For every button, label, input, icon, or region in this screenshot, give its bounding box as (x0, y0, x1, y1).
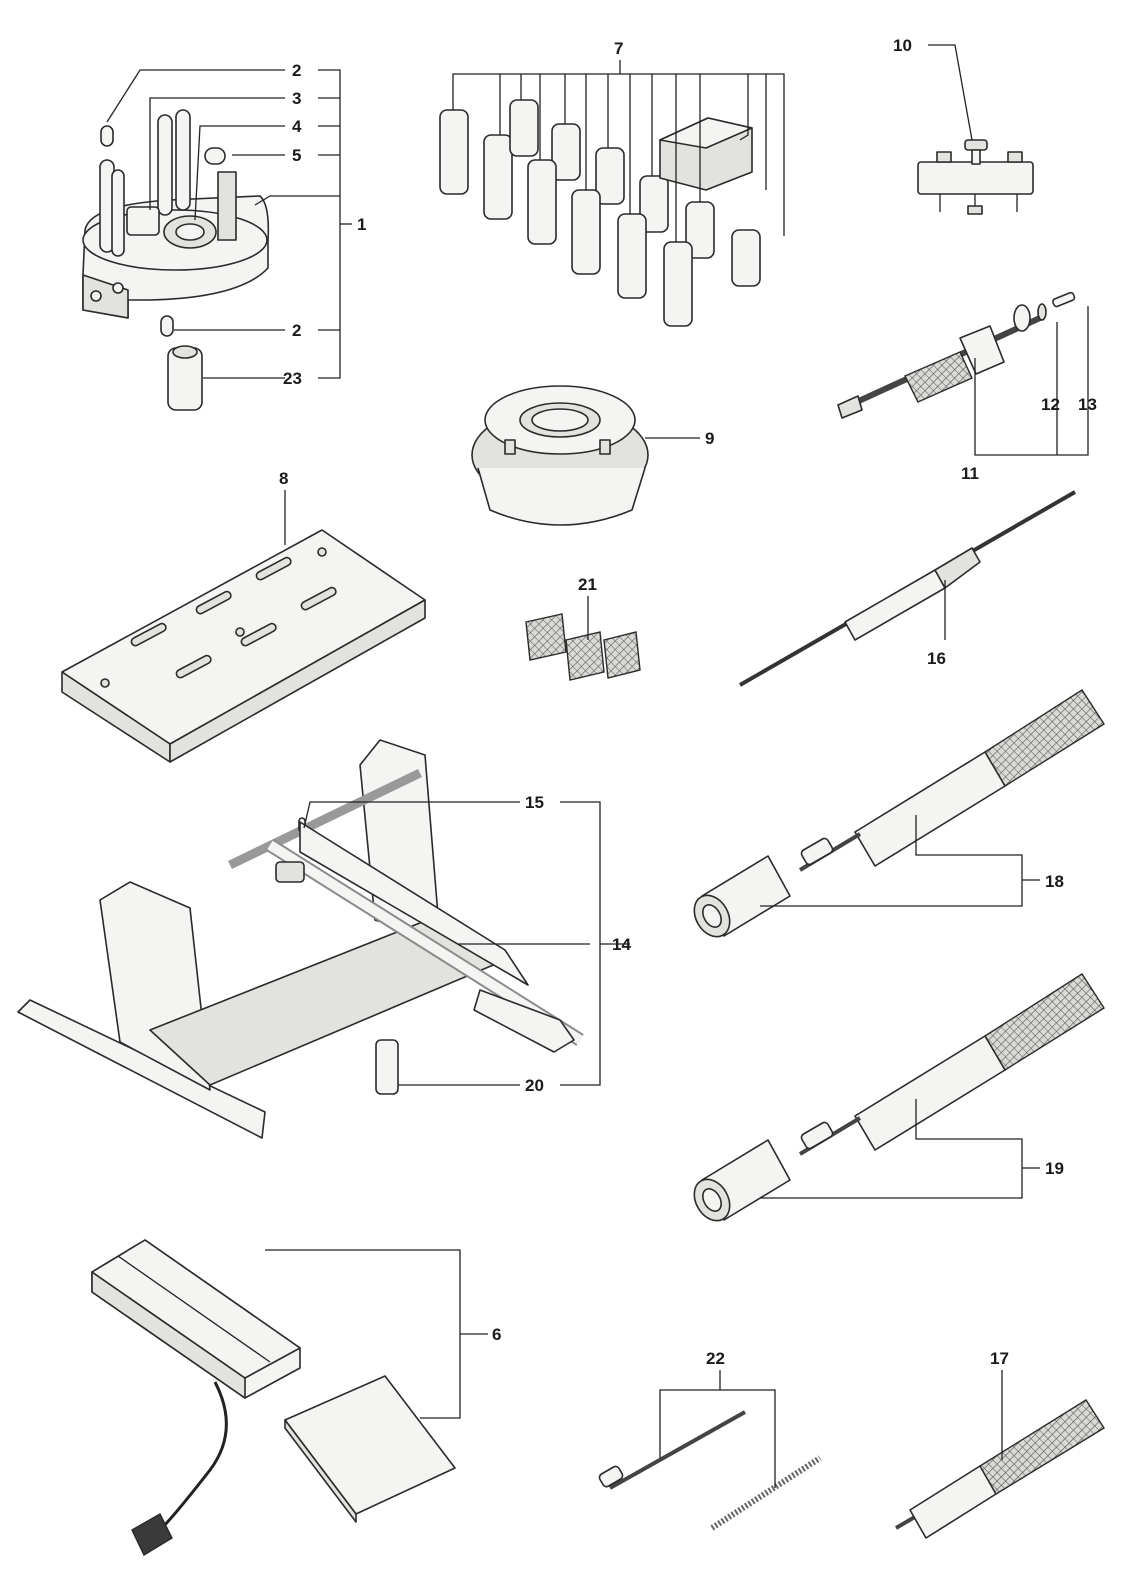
part-22-pin-and-spring (598, 1410, 822, 1531)
leaders-group-6 (265, 1249, 488, 1419)
part-6-diagnostic-box (91, 1239, 456, 1556)
callout-10: 10 (893, 36, 912, 55)
part-14-stand-frame (17, 739, 584, 1139)
part-1-fixture-plate (82, 109, 270, 411)
part-17-knurled-punch (894, 1399, 1105, 1539)
callout-3: 3 (292, 89, 301, 108)
callout-6: 6 (492, 1325, 501, 1344)
part-11-slide-hammer (837, 291, 1076, 419)
leaders-group-11 (974, 306, 1089, 456)
callout-8: 8 (279, 469, 288, 488)
callout-12: 12 (1041, 395, 1060, 414)
callout-16: 16 (927, 649, 946, 668)
part-8-base-plate (61, 529, 426, 763)
callout-18: 18 (1045, 872, 1064, 891)
callout-11: 11 (961, 464, 979, 483)
callout-21: 21 (578, 575, 597, 594)
callout-2-top: 2 (292, 61, 301, 80)
callout-13: 13 (1078, 395, 1097, 414)
callout-19: 19 (1045, 1159, 1064, 1178)
part-21-knurled-caps (525, 613, 641, 681)
part-18-installer-tool (693, 689, 1105, 938)
leaders-group-19 (760, 1099, 1040, 1199)
callout-15: 15 (525, 793, 544, 812)
part-10-puller-bar (917, 139, 1034, 215)
callout-9: 9 (705, 429, 714, 448)
callout-23: 23 (283, 369, 302, 388)
leaders-group-14 (303, 801, 630, 1086)
callout-1: 1 (357, 215, 366, 234)
callout-5: 5 (292, 146, 301, 165)
callout-2-bottom: 2 (292, 321, 301, 340)
part-16-drift-rod (739, 490, 1076, 687)
part-19-installer-tool (693, 973, 1105, 1222)
callout-17: 17 (990, 1349, 1009, 1368)
leader-10 (928, 44, 973, 141)
part-7-bushing-set (439, 99, 761, 327)
callout-22: 22 (706, 1349, 725, 1368)
leaders-group-22 (659, 1370, 776, 1488)
leaders-group-1 (106, 69, 352, 379)
callout-14: 14 (612, 935, 631, 954)
leaders-group-18 (760, 815, 1040, 907)
callout-7: 7 (614, 39, 623, 58)
callout-20: 20 (525, 1076, 544, 1095)
part-9-housing-flange (471, 385, 649, 526)
leaders-group-7 (452, 60, 785, 242)
callout-4: 4 (292, 117, 302, 136)
